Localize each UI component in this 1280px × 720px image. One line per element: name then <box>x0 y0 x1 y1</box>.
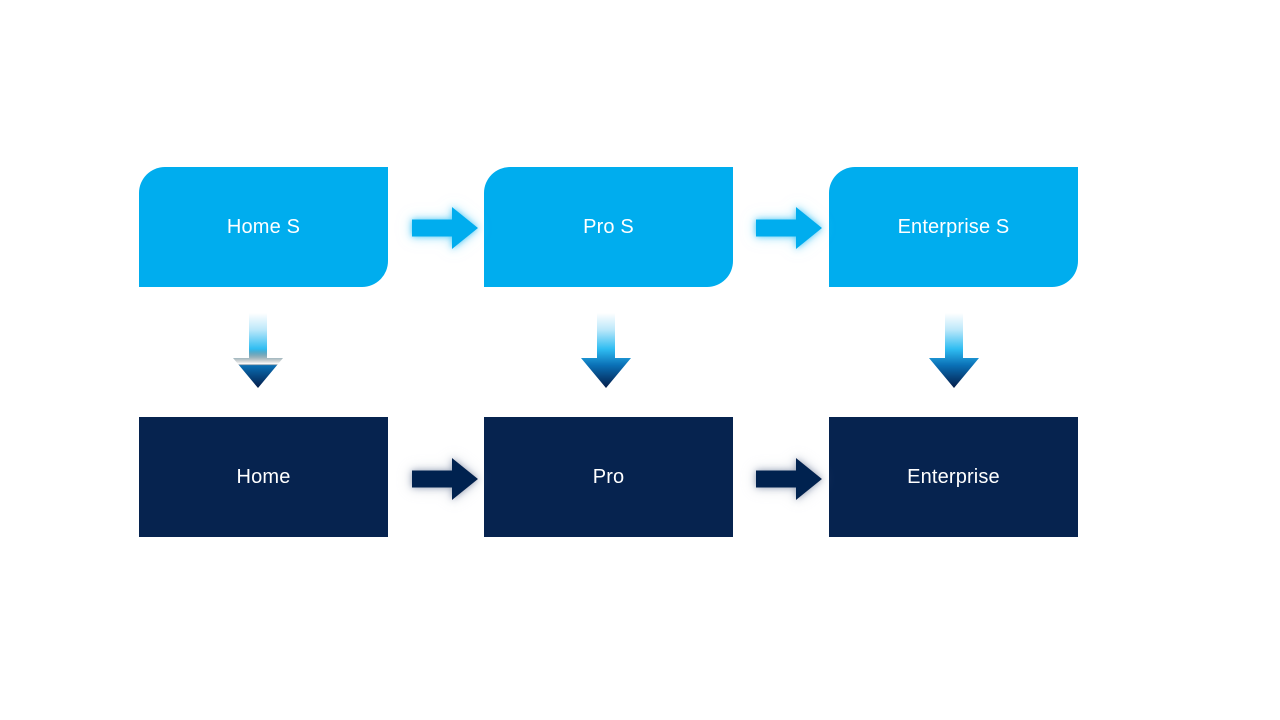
connector-pro-s-to-pro <box>580 313 632 389</box>
arrow-down-icon <box>581 313 631 388</box>
arrow-right-icon <box>756 458 822 500</box>
node-label: Pro <box>592 466 625 488</box>
node-enterprise-s[interactable]: Enterprise S <box>829 167 1078 287</box>
connector-pro-s-to-enterprise-s <box>755 205 823 251</box>
connector-enterprise-s-to-enterprise <box>928 313 980 389</box>
arrow-right-icon <box>412 207 478 249</box>
arrow-down-icon <box>929 313 979 388</box>
arrow-right-icon <box>756 207 822 249</box>
connector-pro-to-enterprise <box>755 456 823 502</box>
node-label: Home S <box>226 216 301 238</box>
connector-home-s-to-home <box>232 313 284 389</box>
node-pro[interactable]: Pro <box>484 417 733 537</box>
node-label: Enterprise <box>907 466 1000 488</box>
node-label: Pro S <box>583 216 634 238</box>
node-home-s[interactable]: Home S <box>139 167 388 287</box>
arrow-down-icon <box>233 313 283 388</box>
node-enterprise[interactable]: Enterprise <box>829 417 1078 537</box>
node-label: Home <box>236 466 291 488</box>
node-label: Enterprise S <box>897 216 1010 238</box>
connector-home-s-to-pro-s <box>411 205 479 251</box>
node-home[interactable]: Home <box>139 417 388 537</box>
arrow-right-icon <box>412 458 478 500</box>
node-pro-s[interactable]: Pro S <box>484 167 733 287</box>
connector-home-to-pro <box>411 456 479 502</box>
